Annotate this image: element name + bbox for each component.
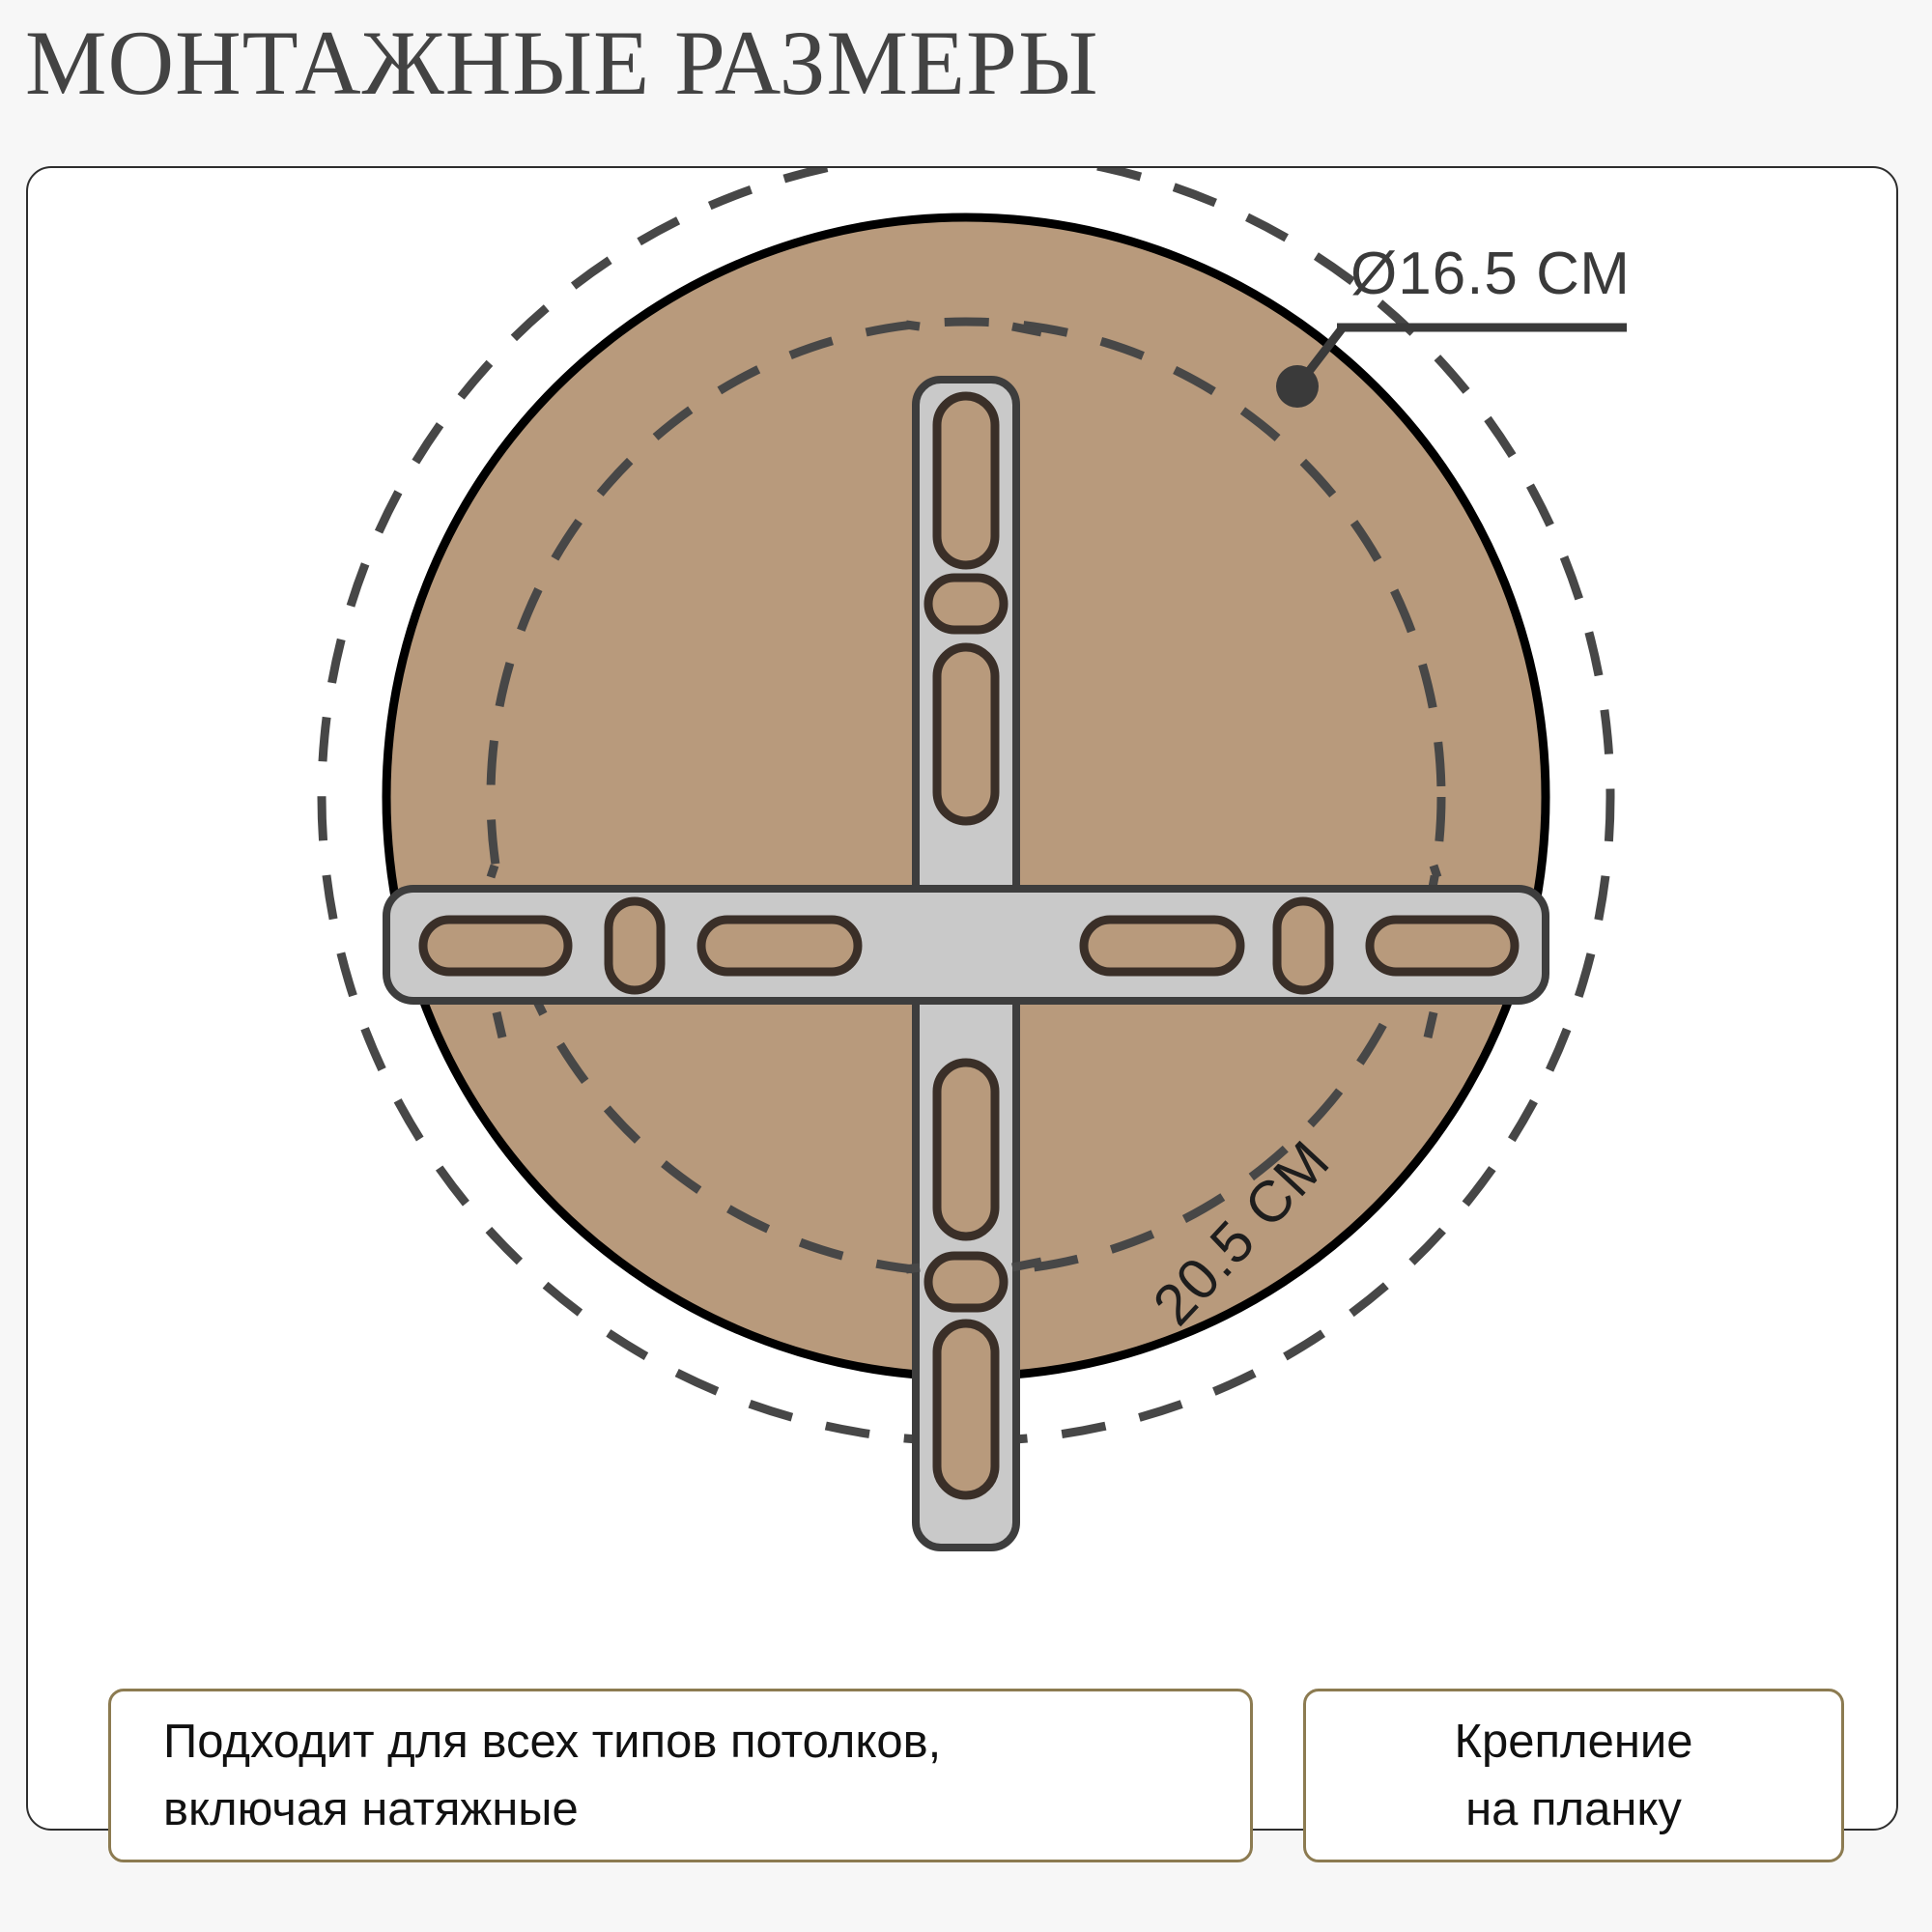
mount-type-note[interactable]: Крепление на планку (1303, 1689, 1844, 1862)
diagram-card (26, 166, 1898, 1831)
page-title: МОНТАЖНЫЕ РАЗМЕРЫ (25, 12, 1099, 114)
mount-type-line-2: на планку (1465, 1783, 1682, 1835)
info-box-row: Подходит для всех типов потолков, включа… (108, 1689, 1847, 1862)
ceiling-compatibility-line-2: включая натяжные (163, 1783, 579, 1835)
ceiling-compatibility-note[interactable]: Подходит для всех типов потолков, включа… (108, 1689, 1253, 1862)
mount-type-line-1: Крепление (1454, 1716, 1693, 1768)
ceiling-compatibility-line-1: Подходит для всех типов потолков, (163, 1716, 942, 1768)
